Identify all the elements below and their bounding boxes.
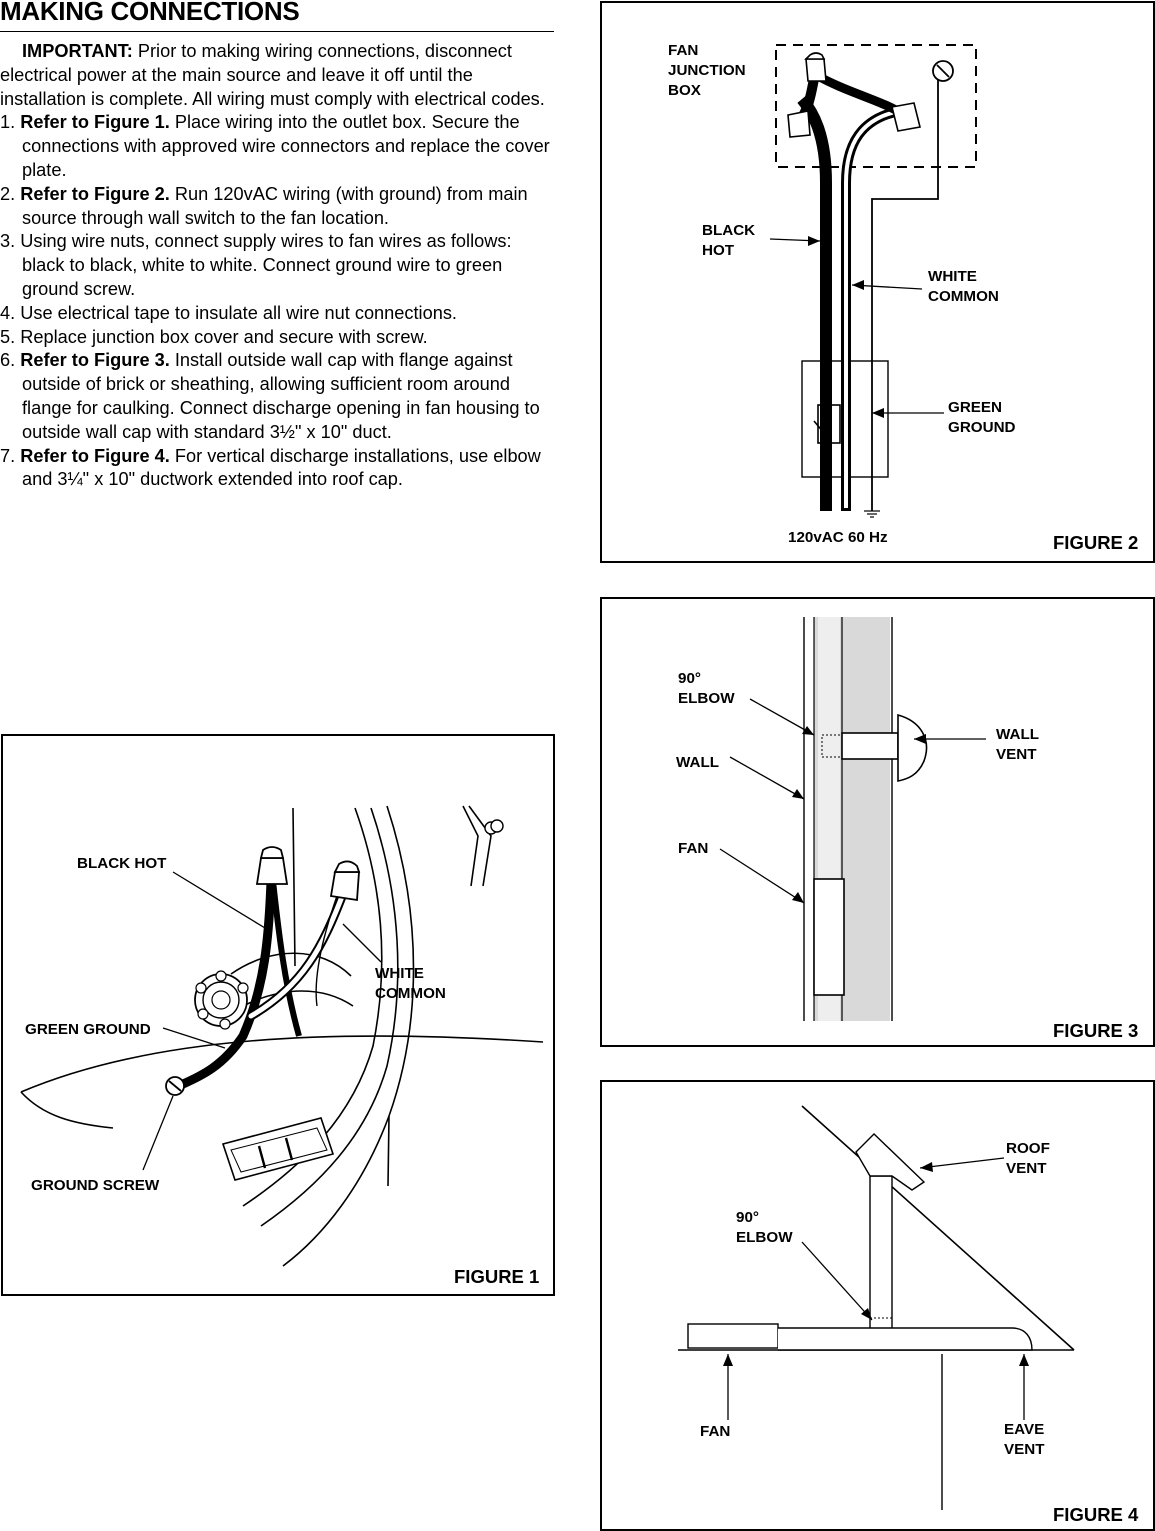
ground-screw-icon <box>165 1076 185 1096</box>
fan-housing <box>813 878 845 996</box>
wire-nut-left-icon <box>787 110 811 138</box>
figure-2-panel: FAN JUNCTION BOX BLACK HOT WHITE COMMON … <box>600 1 1155 563</box>
fan-housing <box>687 1323 779 1349</box>
step-number: 3. <box>0 231 16 252</box>
fig1-ground-screw-label: GROUND SCREW <box>31 1177 160 1194</box>
fan-black-lead <box>813 71 907 119</box>
wire-nut-right-icon <box>891 102 921 132</box>
step-number: 1. <box>0 112 16 133</box>
step-text: Replace junction box cover and secure wi… <box>20 326 428 347</box>
duct <box>841 732 899 760</box>
figure-4-panel: ROOF VENT 90° ELBOW FAN EAVE VENT FIGURE… <box>600 1080 1155 1531</box>
fig1-white-common-label: WHITE COMMON <box>375 965 446 1002</box>
fig4-eave-vent-label: EAVE VENT <box>1004 1421 1045 1458</box>
instructions: IMPORTANT: Prior to making wiring connec… <box>0 40 556 492</box>
roof-line <box>801 1105 1075 1351</box>
step-4: 4. Use electrical tape to insulate all w… <box>0 302 556 326</box>
step-text: Use electrical tape to insulate all wire… <box>20 302 457 323</box>
fig1-black-hot-label: BLACK HOT <box>77 855 167 872</box>
figure-4-illustration <box>678 1105 1075 1510</box>
vertical-duct <box>869 1175 893 1337</box>
intro-text: Prior to making wiring connections, disc… <box>0 41 545 109</box>
step-number: 6. <box>0 350 16 371</box>
page-title: MAKING CONNECTIONS <box>0 0 300 26</box>
fig4-fan-label: FAN <box>700 1423 731 1440</box>
wire-nut-black-icon <box>255 846 289 885</box>
horizontal-duct <box>778 1327 1033 1351</box>
fig2-white-common-label: WHITE COMMON <box>928 268 999 305</box>
step-number: 7. <box>0 445 16 466</box>
step-6: 6. Refer to Figure 3. Install outside wa… <box>0 349 556 444</box>
step-number: 5. <box>0 326 16 347</box>
step-text: For vertical discharge installations, us… <box>22 445 541 490</box>
wire-nut-white-icon <box>329 860 361 902</box>
step-number: 2. <box>0 183 16 204</box>
fig4-roof-vent-label: ROOF VENT <box>1006 1140 1050 1177</box>
roof-vent-hood <box>855 1133 926 1191</box>
step-ref: Refer to Figure 1. <box>20 112 170 133</box>
step-text: Using wire nuts, connect supply wires to… <box>20 231 512 299</box>
step-text: Run 120vAC wiring (with ground) from mai… <box>22 183 528 228</box>
junction-box-outline <box>775 44 977 168</box>
fig3-wall-vent-label: WALL VENT <box>996 726 1040 763</box>
junction-connector-icon <box>804 52 827 82</box>
white-wire-2 <box>315 895 338 1007</box>
ground-wire <box>871 79 939 511</box>
ground-screw-icon <box>932 60 954 82</box>
figure-1-illustration <box>20 805 544 1267</box>
black-hot-wire <box>178 876 276 1089</box>
intro-paragraph: IMPORTANT: Prior to making wiring connec… <box>0 40 556 111</box>
elbow-dotted <box>821 734 843 758</box>
figure-4-caption: FIGURE 4 <box>1053 1504 1139 1525</box>
white-common-wire <box>841 106 902 511</box>
fig3-wall-label: WALL <box>676 754 720 771</box>
step-ref: Refer to Figure 2. <box>20 183 170 204</box>
step-3: 3. Using wire nuts, connect supply wires… <box>0 230 556 301</box>
step-ref: Refer to Figure 3. <box>20 350 170 371</box>
step-1: 1. Refer to Figure 1. Place wiring into … <box>0 111 556 182</box>
figure-1-caption: FIGURE 1 <box>454 1266 540 1287</box>
important-label: IMPORTANT: <box>22 41 133 61</box>
figure-2-caption: FIGURE 2 <box>1053 532 1139 553</box>
fig2-black-hot-label: BLACK HOT <box>702 222 756 259</box>
earth-ground-icon <box>864 510 880 518</box>
figure-3-caption: FIGURE 3 <box>1053 1020 1139 1041</box>
bracket-screw-icon <box>484 819 504 835</box>
fig3-elbow-label: 90° ELBOW <box>678 670 735 707</box>
fig2-supply-label: 120vAC 60 Hz <box>788 529 888 546</box>
figure-1-panel: BLACK HOT WHITE COMMON GREEN GROUND GROU… <box>1 734 555 1296</box>
fig3-fan-label: FAN <box>678 840 709 857</box>
wall-vent-hood <box>897 713 928 782</box>
fig2-junction-box-label: FAN JUNCTION BOX <box>668 42 746 99</box>
wall-plate-icon <box>221 1117 335 1181</box>
step-2: 2. Refer to Figure 2. Run 120vAC wiring … <box>0 183 556 231</box>
green-ground-connector-icon <box>194 970 249 1030</box>
step-ref: Refer to Figure 4. <box>20 445 170 466</box>
figure-3-illustration <box>719 617 986 1021</box>
fig2-green-ground-label: GREEN GROUND <box>948 399 1016 436</box>
fig1-green-ground-label: GREEN GROUND <box>25 1021 151 1038</box>
step-5: 5. Replace junction box cover and secure… <box>0 326 556 350</box>
step-number: 4. <box>0 302 16 323</box>
figure-2-illustration <box>769 44 977 518</box>
fig4-elbow-label: 90° ELBOW <box>736 1209 793 1246</box>
step-text: Place wiring into the outlet box. Secure… <box>22 112 550 180</box>
black-hot-wire <box>797 95 832 511</box>
title-rule <box>0 31 554 32</box>
black-wire-2 <box>270 880 302 1037</box>
step-7: 7. Refer to Figure 4. For vertical disch… <box>0 445 556 493</box>
figure-3-panel: 90° ELBOW WALL FAN WALL VENT FIGURE 3 <box>600 597 1155 1047</box>
step-text: Install outside wall cap with flange aga… <box>22 350 540 442</box>
